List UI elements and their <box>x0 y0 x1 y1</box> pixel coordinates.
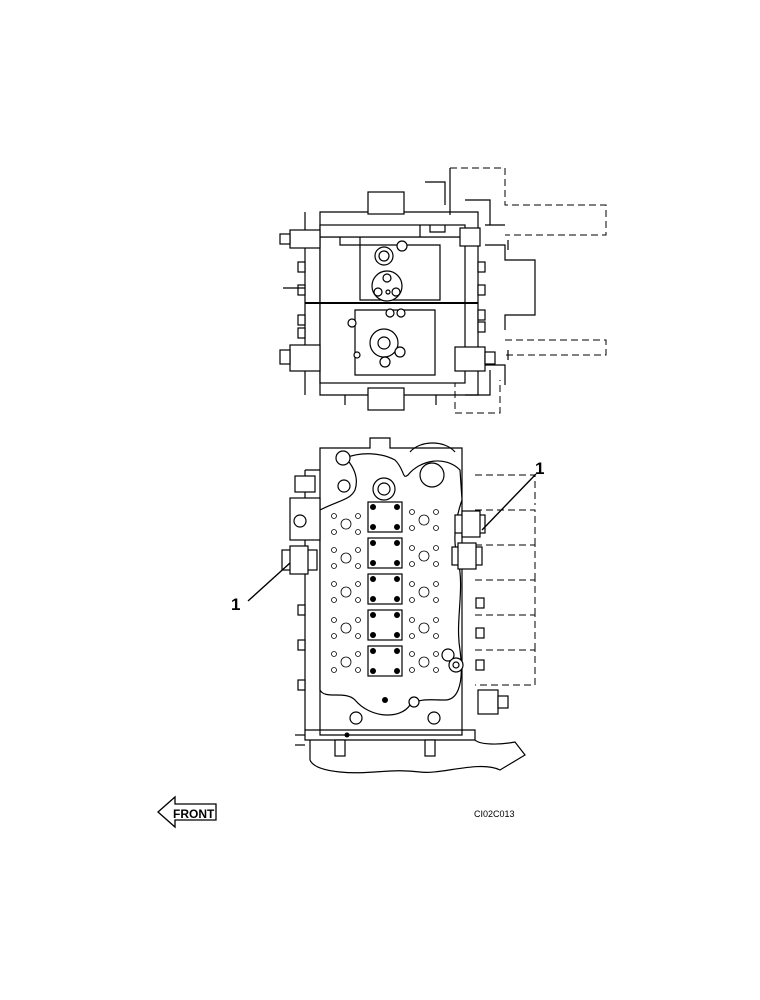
callout-label: 1 <box>535 459 544 478</box>
front-arrow-label: FRONT <box>173 807 215 821</box>
callout-right: 1 <box>481 459 544 531</box>
callout-label: 1 <box>231 595 240 614</box>
front-arrow: FRONT <box>157 795 217 829</box>
front-arrow-icon <box>157 795 217 829</box>
callout-left: 1 <box>231 562 291 614</box>
figure-code: CI02C013 <box>474 809 515 819</box>
bolt-column <box>367 501 403 703</box>
port-holes <box>331 509 439 673</box>
bottom-view-valve-assembly <box>281 437 536 774</box>
top-view-valve-assembly <box>279 167 607 414</box>
